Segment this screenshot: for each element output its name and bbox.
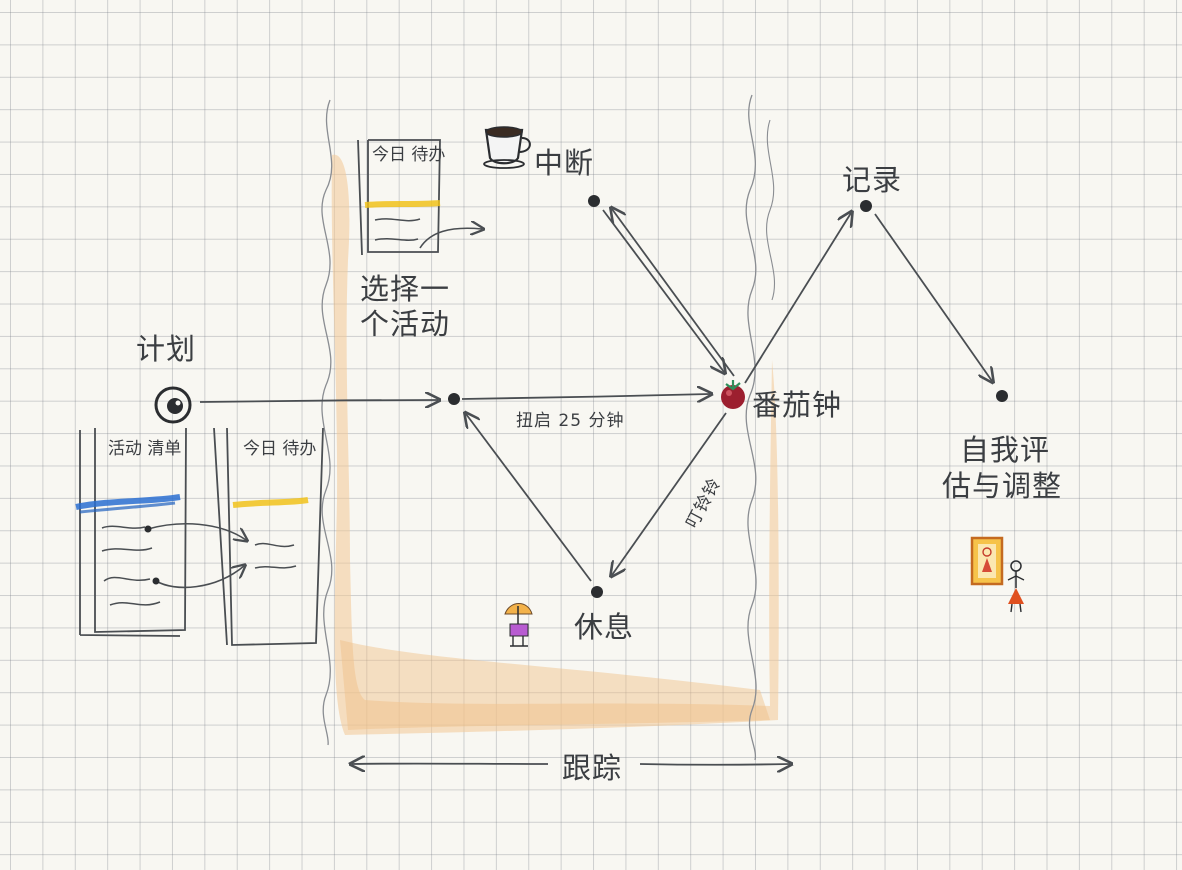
watercolor-wash [331,154,779,736]
arrow-interrupt-to-pomodoro [602,209,724,372]
label-choose-line1: 选择一 [360,272,451,306]
transfer-arrow-2 [155,566,244,589]
label-choose-line2: 个活动 [360,307,451,342]
label-self-assess: 自我评 估与调整 [942,432,1062,505]
wavy-line-right-2 [766,119,776,301]
todo-today-top-title-line2: 待办 [411,145,446,165]
todo-today-top-title-line1: 今日 [372,145,406,165]
coffee-cup-icon [483,126,531,169]
arrow-pomodoro-to-record [744,213,851,384]
arrow-pomodoro-to-interrupt [612,209,735,377]
arrow-start-25 [461,394,710,399]
mirror-portrait-icon [970,536,1025,613]
wavy-line-left [321,99,333,746]
transfer-arrow-1 [147,522,246,540]
todo-today-card-left [213,427,324,646]
todo-today-left-title-line1: 今日 [243,439,277,459]
activity-list-title: 活动 清单 [108,440,181,459]
tomato-icon [721,380,745,409]
arrow-pomodoro-to-rest [612,412,727,575]
person-umbrella-icon [504,603,533,647]
arrow-rest-to-choose [466,414,592,582]
label-choose-activity: 选择一 个活动 [360,272,450,343]
activity-list-card [75,427,187,637]
label-rest: 休息 [574,610,635,644]
activity-list-title-line2: 清单 [147,439,182,459]
node-record [860,200,872,212]
arrow-plan-to-choose [199,400,438,402]
label-assess-line2: 估与调整 [942,469,1063,504]
todo-today-card-top [357,139,441,256]
label-assess-line1: 自我评 [960,433,1051,467]
node-rest [591,586,603,598]
node-interrupt [588,195,600,207]
label-interrupt: 中断 [534,146,595,180]
label-plan: 计划 [136,332,197,366]
label-start-25: 扭启 25 分钟 [516,411,625,431]
node-choose [448,393,460,405]
node-assess [996,390,1008,402]
watercolor-wash-inner [340,640,770,730]
todo-today-left-title: 今日 待办 [243,440,316,459]
choose-arrow [419,228,482,249]
eye-icon [154,386,192,424]
label-track: 跟踪 [562,751,623,785]
track-arrow-right [639,764,790,765]
todo-today-top-title: 今日 待办 [372,146,445,165]
label-pomodoro: 番茄钟 [752,388,843,422]
arrow-record-to-assess [874,213,992,381]
wavy-line-right [745,94,757,761]
todo-today-left-title-line2: 待办 [282,439,317,459]
label-record: 记录 [842,163,903,197]
activity-list-title-line1: 活动 [108,439,142,459]
